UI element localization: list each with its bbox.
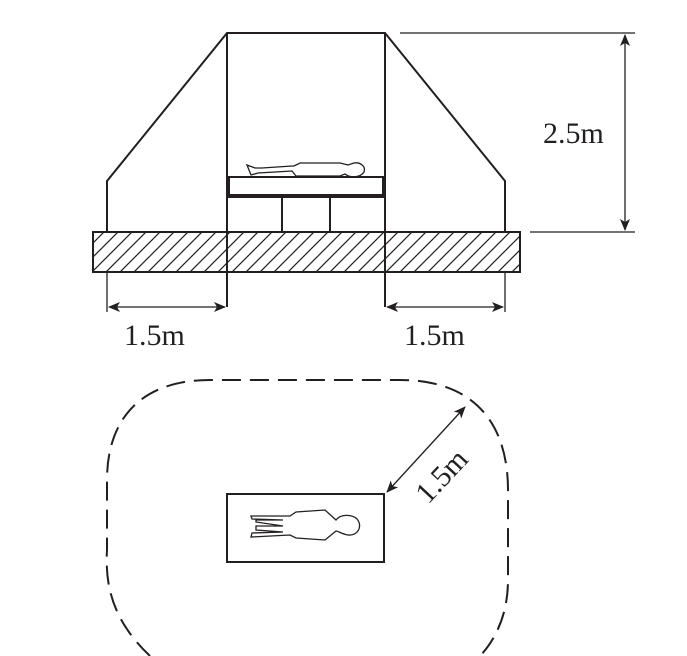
operating-table-top	[228, 176, 384, 196]
operating-table-top-view	[226, 493, 385, 563]
top-view: 1.5m	[105, 379, 509, 656]
ground-slab	[92, 231, 521, 273]
radius-arrow	[386, 406, 466, 493]
safety-zone-outline	[106, 32, 506, 232]
patient-top-icon	[250, 509, 361, 541]
height-label: 2.5m	[543, 117, 604, 150]
right-width-label: 1.5m	[404, 319, 465, 352]
radius-label: 1.5m	[409, 443, 475, 510]
left-width-label: 1.5m	[124, 319, 185, 352]
table-pedestal	[281, 196, 331, 233]
patient-side-icon	[245, 162, 366, 178]
safety-zone-boundary	[105, 379, 509, 656]
side-view: 1.5m 1.5m 2.5m	[92, 32, 635, 352]
